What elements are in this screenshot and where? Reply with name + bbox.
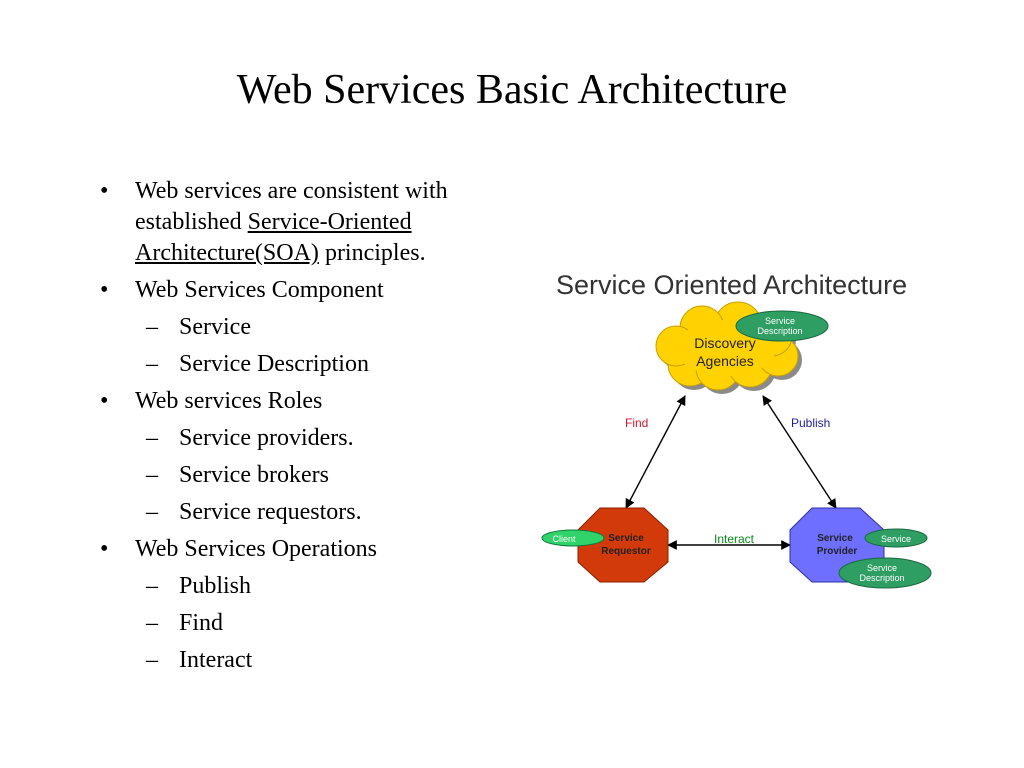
find-arrow bbox=[625, 395, 686, 509]
bullet-mark: • bbox=[100, 388, 109, 414]
service-requestor-octagon bbox=[577, 507, 669, 583]
bullet-mark: • bbox=[100, 536, 109, 562]
find-label: Find bbox=[625, 416, 648, 430]
sub-bullet-text: Find bbox=[179, 610, 224, 636]
provider-description-ellipse bbox=[838, 557, 932, 589]
sub-bullet-item: – Find bbox=[96, 608, 516, 639]
bullet-item: • Web services are consistent with estab… bbox=[96, 176, 516, 269]
sub-bullet-item: – Service brokers bbox=[96, 460, 516, 491]
slide-title: Web Services Basic Architecture bbox=[236, 67, 788, 113]
sub-bullet-text: Service brokers bbox=[179, 462, 329, 488]
sub-bullet-mark: – bbox=[146, 425, 158, 451]
bullet-mark: • bbox=[100, 178, 109, 204]
bullet-text: Web services Roles bbox=[135, 388, 323, 414]
sub-bullet-text: Interact bbox=[179, 647, 253, 673]
bullet-text: Web Services Operations bbox=[135, 536, 377, 562]
client-ellipse bbox=[541, 529, 605, 547]
publish-arrow bbox=[762, 395, 837, 509]
sub-bullet-mark: – bbox=[146, 351, 158, 377]
soa-link[interactable]: Service-Oriented Architecture(SOA) bbox=[135, 209, 412, 266]
agencies-desc-line1: Service bbox=[765, 316, 795, 326]
sub-bullet-text: Publish bbox=[179, 573, 252, 599]
diagram-title: Service Oriented Architecture bbox=[556, 270, 907, 300]
publish-label: Publish bbox=[791, 416, 830, 430]
sub-bullet-mark: – bbox=[146, 610, 158, 636]
sub-bullet-item: – Publish bbox=[96, 571, 516, 602]
provider-service-ellipse bbox=[864, 528, 928, 548]
bullet-item: • Web Services Component bbox=[96, 275, 516, 306]
interact-label: Interact bbox=[714, 532, 755, 546]
sub-bullet-text: Service Description bbox=[179, 351, 369, 377]
provider-label-line2: Provider bbox=[817, 546, 858, 557]
sub-bullet-mark: – bbox=[146, 573, 158, 599]
provider-service-label: Service bbox=[881, 534, 911, 544]
sub-bullet-mark: – bbox=[146, 314, 158, 340]
bullet-text: Web services are consistent with establi… bbox=[135, 178, 448, 235]
sub-bullet-item: – Service Description bbox=[96, 349, 516, 380]
sub-bullet-item: – Service requestors. bbox=[96, 497, 516, 528]
sub-bullet-text: Service requestors. bbox=[179, 499, 362, 525]
soa-diagram: Service Oriented Architecture Find Publi… bbox=[530, 262, 960, 602]
bullet-text: Web Services Component bbox=[135, 277, 384, 303]
bullet-item: • Web Services Operations bbox=[96, 534, 516, 565]
bullet-item: • Web services Roles bbox=[96, 386, 516, 417]
sub-bullet-mark: – bbox=[146, 647, 158, 673]
agencies-description-ellipse bbox=[735, 310, 829, 342]
provider-desc-line1: Service bbox=[867, 563, 897, 573]
soa-diagram-svg: Service Oriented Architecture Find Publi… bbox=[541, 270, 932, 589]
agencies-desc-line2: Description bbox=[757, 326, 802, 336]
sub-bullet-text: Service bbox=[179, 314, 251, 340]
provider-label-line1: Service bbox=[817, 533, 853, 544]
requestor-label-line2: Requestor bbox=[601, 546, 651, 557]
sub-bullet-mark: – bbox=[146, 462, 158, 488]
sub-bullet-item: – Interact bbox=[96, 645, 516, 676]
requestor-label-line1: Service bbox=[608, 533, 644, 544]
sub-bullet-item: – Service providers. bbox=[96, 423, 516, 454]
agencies-label-line1: Discovery bbox=[694, 335, 755, 351]
bullet-mark: • bbox=[100, 277, 109, 303]
agencies-label-line2: Agencies bbox=[696, 353, 754, 369]
client-label: Client bbox=[552, 534, 576, 544]
bullet-list: • Web services are consistent with estab… bbox=[96, 176, 516, 676]
bullet-text-suffix: principles. bbox=[318, 240, 426, 266]
provider-desc-line2: Description bbox=[859, 573, 904, 583]
sub-bullet-item: – Service bbox=[96, 312, 516, 343]
sub-bullet-text: Service providers. bbox=[179, 425, 354, 451]
sub-bullet-mark: – bbox=[146, 499, 158, 525]
